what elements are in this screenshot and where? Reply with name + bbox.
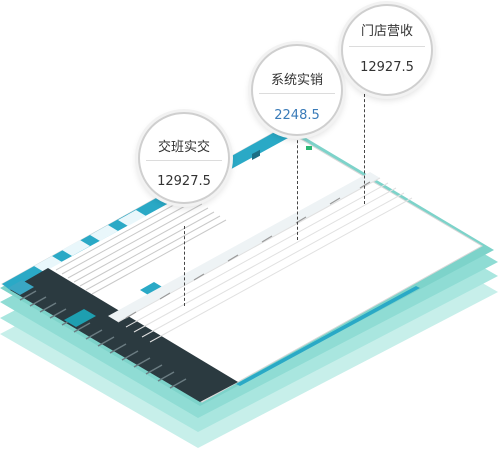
- app-logo-icon: [8, 280, 34, 295]
- footer-bar: [236, 286, 420, 386]
- sidebar-item[interactable]: [29, 296, 47, 307]
- export-icon[interactable]: [306, 146, 312, 150]
- table-cell: [227, 254, 239, 262]
- filter-area[interactable]: [55, 195, 227, 295]
- sidebar-item[interactable]: [157, 371, 175, 382]
- table-row[interactable]: [125, 182, 389, 328]
- callout-system-sales-divider: [259, 93, 335, 94]
- callout-handover-divider: [146, 160, 222, 161]
- sidebar-item[interactable]: [109, 343, 127, 354]
- callout-system-sales-label: 系统实销: [270, 73, 323, 88]
- callout-store-revenue: 门店营收 12927.5: [341, 4, 433, 96]
- sidebar-item[interactable]: [145, 364, 163, 375]
- leader-line-system-sales: [297, 130, 298, 240]
- filter-row[interactable]: [73, 207, 209, 283]
- table-row[interactable]: [133, 187, 397, 333]
- callout-store-revenue-label: 门店营收: [360, 24, 413, 39]
- filter-row[interactable]: [55, 195, 191, 271]
- callout-store-revenue-divider: [349, 46, 425, 47]
- filter-row[interactable]: [91, 219, 227, 295]
- callout-handover-value: 12927.5: [157, 174, 211, 189]
- sidebar: [10, 268, 238, 402]
- sidebar-item[interactable]: [19, 290, 37, 301]
- header-tab[interactable]: [90, 225, 118, 241]
- table-row[interactable]: [141, 192, 405, 338]
- user-icon[interactable]: [252, 149, 260, 161]
- filter-row[interactable]: [79, 211, 215, 287]
- table-cell: [359, 181, 371, 189]
- header-tab[interactable]: [34, 256, 62, 272]
- filter-row[interactable]: [67, 203, 203, 279]
- filter-row[interactable]: [85, 215, 221, 291]
- table-row[interactable]: [149, 197, 413, 343]
- leader-line-store-revenue: [364, 94, 365, 204]
- table-cell: [261, 235, 273, 243]
- leader-line-handover: [184, 226, 185, 306]
- sidebar-item[interactable]: [39, 302, 57, 313]
- callout-system-sales-value: 2248.5: [274, 108, 320, 123]
- sidebar-menu[interactable]: [19, 290, 187, 389]
- sidebar-item[interactable]: [85, 329, 103, 340]
- callout-system-sales: 系统实销 2248.5: [251, 44, 343, 136]
- sidebar-item[interactable]: [73, 322, 91, 333]
- search-button[interactable]: [140, 282, 164, 296]
- sidebar-item[interactable]: [121, 350, 139, 361]
- sidebar-item[interactable]: [169, 378, 187, 389]
- header-tabs[interactable]: [34, 210, 146, 272]
- sidebar-item[interactable]: [97, 336, 115, 347]
- table-cells: [125, 181, 371, 319]
- table-cell: [125, 311, 137, 319]
- callout-store-revenue-value: 12927.5: [360, 60, 414, 75]
- sidebar-item-active[interactable]: [64, 309, 96, 327]
- filter-row[interactable]: [61, 199, 197, 275]
- table-cell: [329, 197, 341, 205]
- header-tab[interactable]: [62, 240, 90, 256]
- header-tab[interactable]: [118, 210, 146, 226]
- table-cell: [193, 273, 205, 281]
- callout-handover-label: 交班实交: [157, 140, 210, 155]
- callout-handover: 交班实交 12927.5: [138, 112, 230, 204]
- sidebar-item[interactable]: [49, 308, 67, 319]
- table-header: [108, 172, 380, 322]
- table-cell: [159, 292, 171, 300]
- sidebar-item[interactable]: [133, 357, 151, 368]
